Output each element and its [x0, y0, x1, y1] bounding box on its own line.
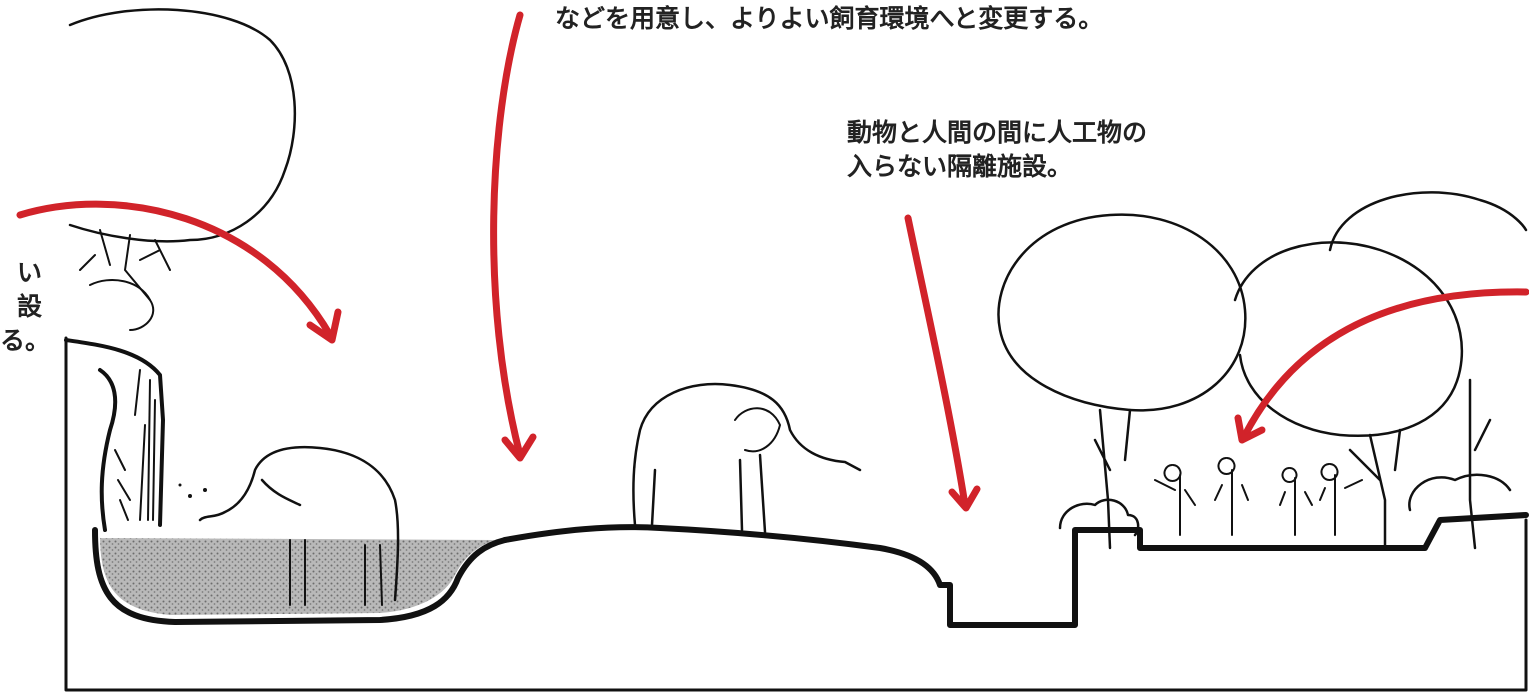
caption-barrier: 動物と人間の間に人工物の 入らない隔離施設。	[847, 116, 1147, 184]
caption-barrier-line-1: 動物と人間の間に人工物の	[847, 118, 1148, 147]
arrow-icon	[16, 200, 342, 344]
waterfall-icon	[64, 338, 165, 532]
caption-left-line-2: 設	[16, 292, 42, 321]
section-frame	[64, 336, 1528, 692]
people-icon	[1154, 457, 1363, 536]
caption-left-fragment: い 設 る。	[0, 256, 42, 358]
tree-icon	[68, 8, 297, 331]
caption-top-line-1: などを用意し、よりよい飼育環境へと変更する。	[555, 4, 1104, 33]
caption-left-line-3: る。	[0, 326, 42, 355]
caption-barrier-line-2: 入らない隔離施設。	[847, 152, 1073, 181]
caption-top: などを用意し、よりよい飼育環境へと変更する。	[555, 2, 1103, 36]
elephant-icon	[178, 446, 400, 606]
ground-mound	[502, 512, 1529, 628]
elephant-icon	[632, 382, 862, 534]
pool	[92, 527, 508, 625]
tree-icon	[997, 191, 1528, 550]
arrow-icon	[904, 214, 981, 512]
arrow-icon	[1234, 288, 1529, 444]
arrow-icon	[490, 11, 537, 462]
caption-left-line-1: い	[16, 258, 42, 287]
shrub-icon	[1058, 473, 1512, 537]
